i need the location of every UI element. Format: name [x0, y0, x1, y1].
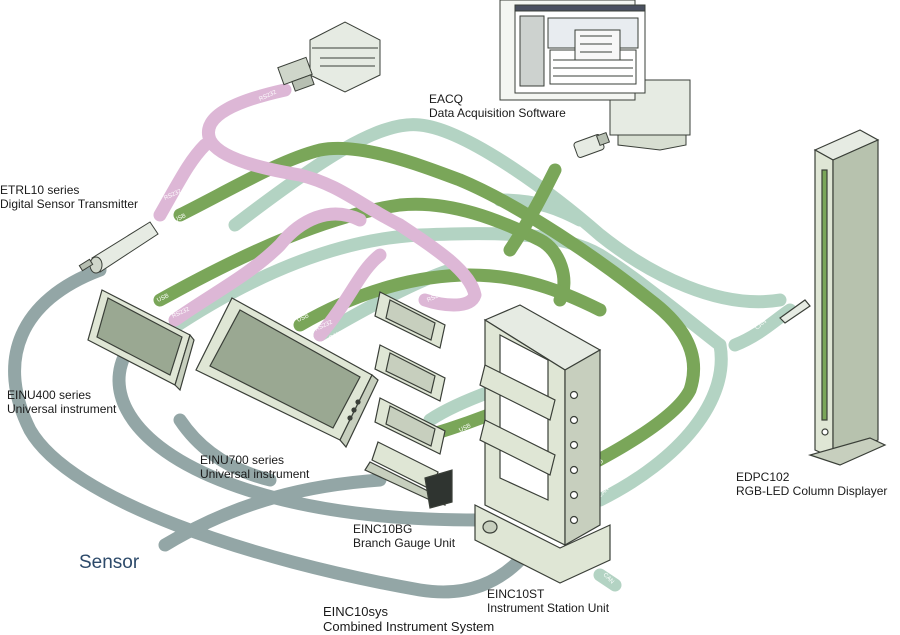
tag-usb-700: USB	[296, 313, 310, 324]
label-edpc102-desc: RGB-LED Column Displayer	[736, 484, 888, 498]
label-einc10sys-name: EINC10sys	[323, 604, 389, 619]
bg-unit-3	[374, 397, 446, 455]
label-einc10sys: EINC10sys Combined Instrument System	[323, 604, 494, 634]
label-edpc102-name: EDPC102	[736, 470, 790, 484]
label-einc10bg-desc: Branch Gauge Unit	[353, 536, 456, 550]
label-sensor: Sensor	[79, 552, 140, 573]
edpc102-device	[779, 129, 887, 466]
label-einc10bg: EINC10BG Branch Gauge Unit	[353, 522, 455, 550]
rs232-cables	[153, 83, 482, 342]
tag-can-left: CAN	[193, 319, 207, 330]
label-einu400-desc: Universal instrument	[7, 402, 117, 416]
tag-can-700: CAN	[328, 331, 342, 342]
label-einc10sys-desc: Combined Instrument System	[323, 619, 495, 634]
tag-can-bg: CAN	[418, 403, 432, 414]
computer-device	[499, 0, 691, 158]
tag-usb-mid: USB	[156, 293, 170, 304]
label-einc10st: EINC10ST Instrument Station Unit	[487, 587, 609, 615]
etrl10-device	[78, 221, 159, 274]
label-einu400: EINU400 series Universal instrument	[7, 388, 116, 416]
einu700-device	[195, 297, 379, 449]
label-einu400-name: EINU400 series	[7, 388, 92, 402]
label-edpc102: EDPC102 RGB-LED Column Displayer	[736, 470, 887, 498]
label-einu700: EINU700 series Universal instrument	[200, 453, 309, 481]
bg-unit-4	[364, 441, 453, 509]
einc10st-device	[474, 304, 611, 584]
label-etrl10: ETRL10 series Digital Sensor Transmitter	[0, 183, 138, 211]
tag-usb-eacq: USB	[545, 156, 557, 170]
einu400-device	[87, 289, 195, 392]
bg-unit-1	[374, 291, 446, 349]
label-eacq-desc: Data Acquisition Software	[429, 106, 566, 120]
tag-usb-bg: USB	[458, 423, 472, 434]
sensor-cables	[8, 263, 527, 599]
tag-usb-left: USB	[173, 213, 187, 224]
label-eacq-name: EACQ	[429, 92, 464, 106]
label-einc10st-name: EINC10ST	[487, 587, 545, 601]
bg-unit-2	[374, 344, 446, 402]
label-einc10bg-name: EINC10BG	[353, 522, 413, 536]
label-einc10st-desc: Instrument Station Unit	[487, 601, 610, 615]
label-etrl10-name: ETRL10 series	[0, 183, 80, 197]
label-einu700-name: EINU700 series	[200, 453, 285, 467]
einc10bg-units	[364, 291, 453, 509]
plc-device	[277, 21, 381, 93]
usb-cables	[153, 141, 701, 507]
label-eacq: EACQ Data Acquisition Software	[429, 92, 566, 120]
label-einu700-desc: Universal instrument	[200, 467, 310, 481]
label-etrl10-desc: Digital Sensor Transmitter	[0, 197, 139, 211]
